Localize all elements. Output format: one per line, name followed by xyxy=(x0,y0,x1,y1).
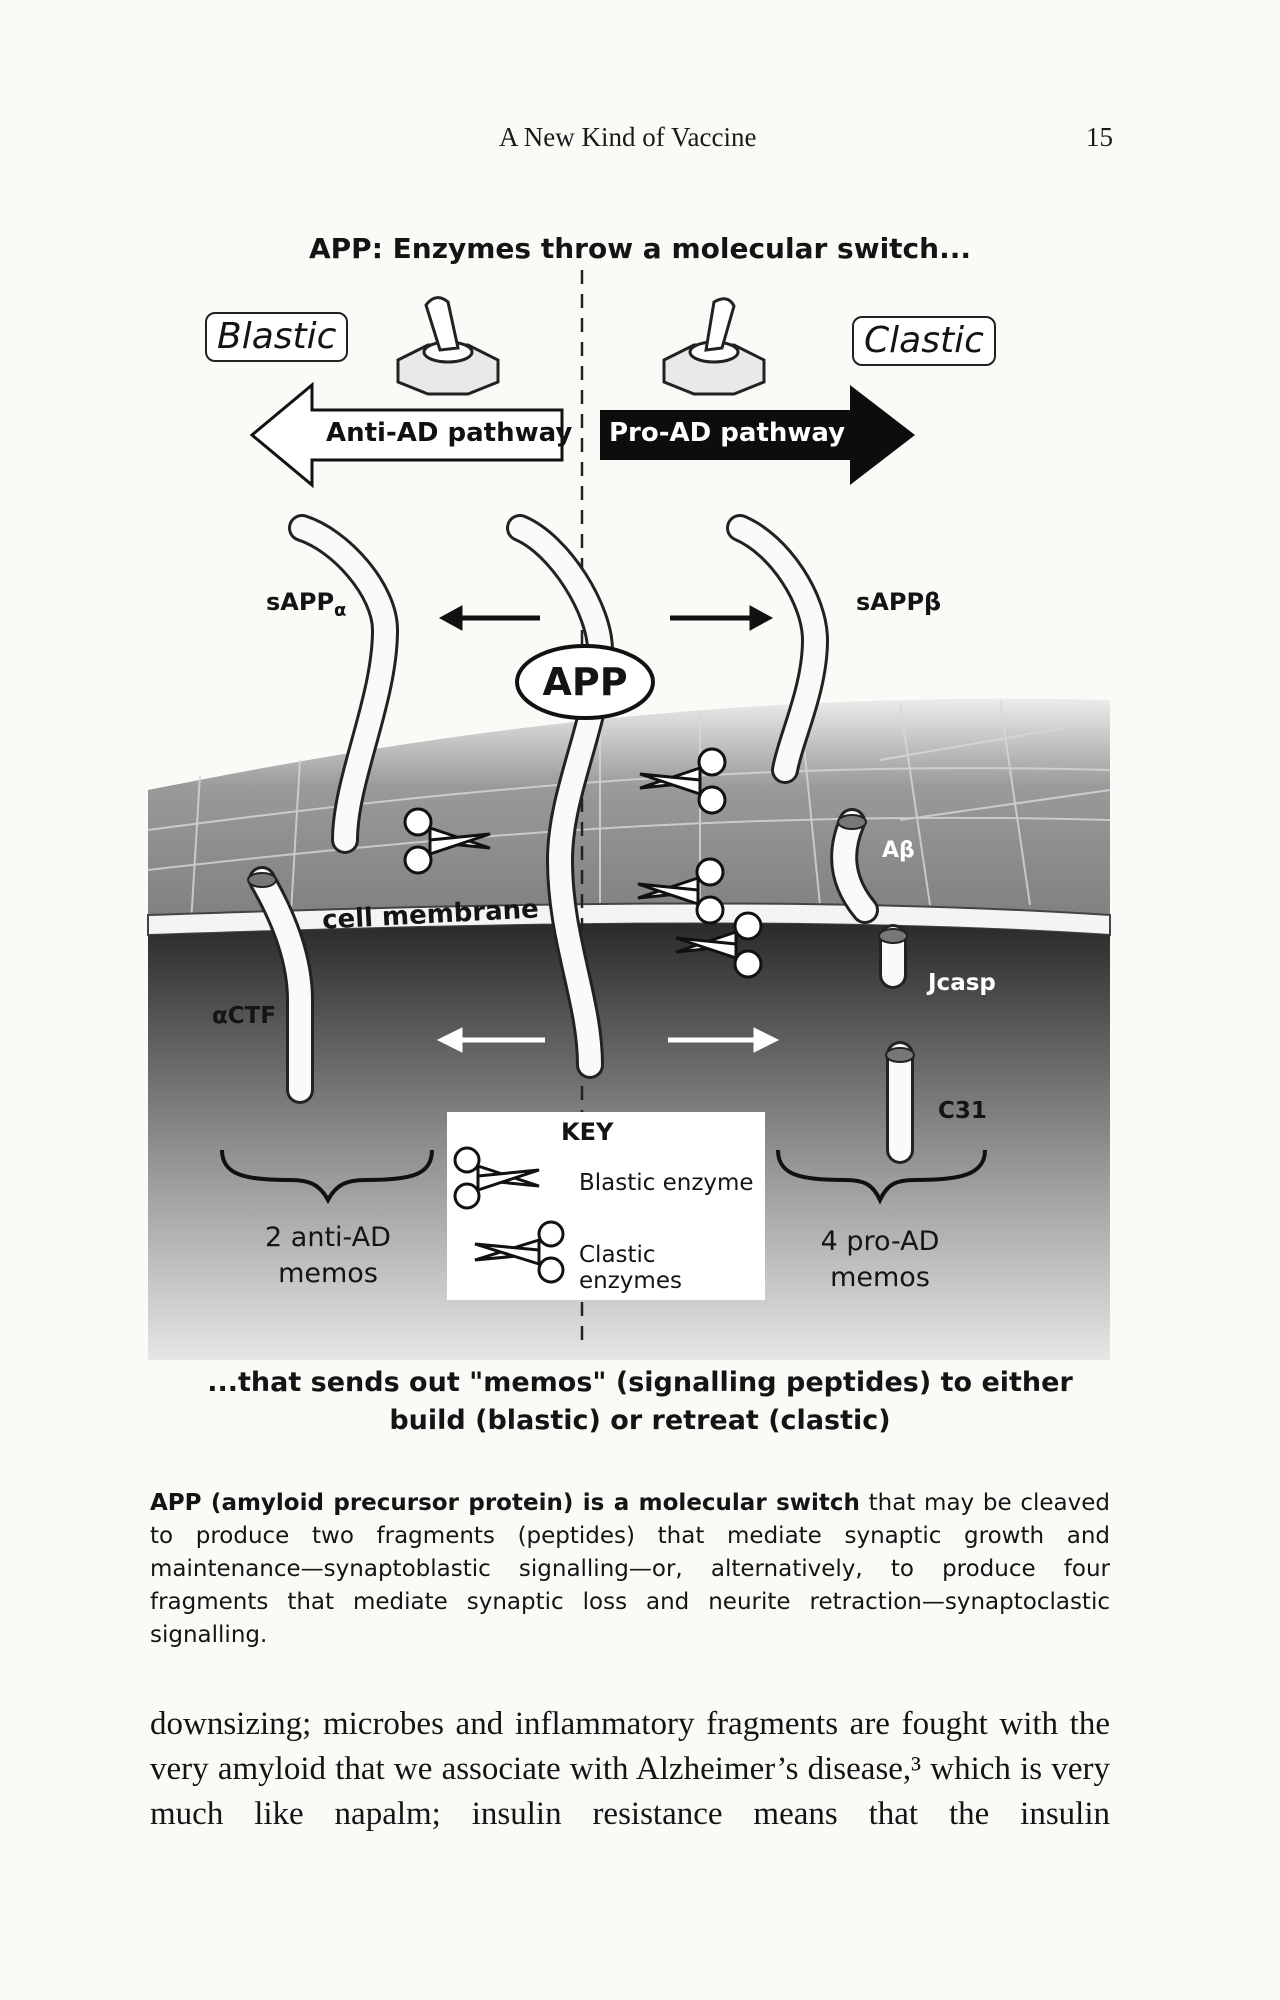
anti-ad-memos-label: 2 anti-AD memos xyxy=(248,1220,408,1292)
sapp-beta-label: sAPPβ xyxy=(856,588,941,616)
figure-caption: APP (amyloid precursor protein) is a mol… xyxy=(150,1487,1110,1652)
body-paragraph: downsizing; microbes and inflammatory fr… xyxy=(150,1702,1110,1837)
figure-title: APP: Enzymes throw a molecular switch... xyxy=(0,232,1280,265)
pro-ad-memos-label: 4 pro-AD memos xyxy=(800,1224,960,1296)
caption-bold: APP (amyloid precursor protein) is a mol… xyxy=(150,1490,860,1516)
a-beta-label: Aβ xyxy=(882,838,915,863)
key-blastic-label: Blastic enzyme xyxy=(579,1170,754,1196)
app-label: APP xyxy=(540,660,630,704)
clastic-label: Clastic xyxy=(852,316,996,366)
key-scissors-icon-clastic xyxy=(475,1222,563,1282)
sapp-alpha-label: sAPPα xyxy=(266,588,346,621)
jcasp-label: Jcasp xyxy=(928,970,996,996)
app-switch-figure: APP: Enzymes throw a molecular switch...… xyxy=(0,0,1280,1450)
key-scissors-icon-blastic xyxy=(455,1148,539,1208)
blastic-label: Blastic xyxy=(205,312,348,362)
switch-icon-left xyxy=(398,298,498,394)
c31-label: C31 xyxy=(938,1098,987,1124)
key-legend: KEY Blastic enzyme Clastic enzymes xyxy=(447,1112,765,1300)
sapp-alpha-subscript: α xyxy=(334,600,346,621)
pro-ad-pathway-label: Pro-AD pathway xyxy=(609,418,845,448)
anti-ad-pathway-label: Anti-AD pathway xyxy=(326,418,572,448)
alpha-ctf-label: αCTF xyxy=(212,1003,276,1029)
figure-bottom-text: ...that sends out "memos" (signalling pe… xyxy=(180,1364,1100,1440)
sapp-alpha-text: sAPP xyxy=(266,588,334,616)
key-clastic-label: Clastic enzymes xyxy=(579,1242,765,1294)
switch-icon-right xyxy=(664,299,764,394)
